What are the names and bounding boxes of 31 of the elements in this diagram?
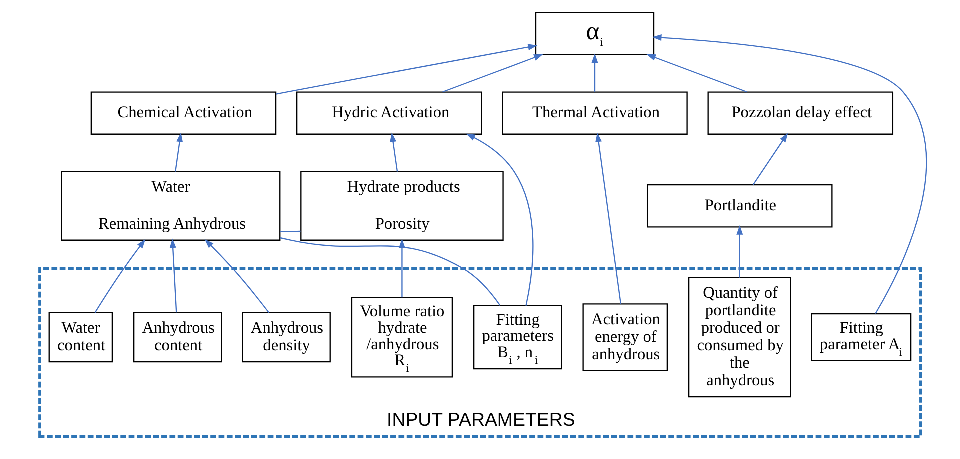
arrow [204,239,270,314]
node-box: Fitting parameters B$_{i}$ , n$_{i}$ [473,305,562,370]
node-box: Anhydrous content [132,312,222,363]
node-box: Hydric Activation [296,92,482,135]
node-box: Water Remaining Anhydrous [60,171,280,241]
node-box: Hydrate products Porosity [300,171,504,241]
arrow [646,54,747,93]
arrow [652,34,926,314]
arrow [752,133,788,186]
arrow [595,132,622,304]
arrow [466,134,534,306]
node-box: α$_{i}$ [534,12,654,56]
node-box: Volume ratio hydrate /anhydrous R$_{i}$ [350,297,453,378]
node-box: Anhydrous density [242,312,330,363]
node-box: Fitting parameter A$_{i}$ [810,314,912,362]
connector [280,230,300,232]
arrow [174,132,183,172]
node-box: Quantity of portlandite produced or consumed by the anhydrous [688,277,791,398]
arrow [736,226,743,278]
node-box: Water content [48,312,113,363]
node-box: Pozzolan delay effect [707,92,894,135]
arrow [276,44,538,95]
arrow [442,54,543,93]
node-box: Portlandite [646,184,832,228]
node-box: Thermal Activation [502,92,688,135]
node-box: Activation energy of anhydrous [582,304,668,372]
arrow [591,54,598,92]
arrow [390,132,398,172]
node-box: Chemical Activation [90,92,276,135]
arrow [94,239,146,314]
arrow [169,238,177,313]
